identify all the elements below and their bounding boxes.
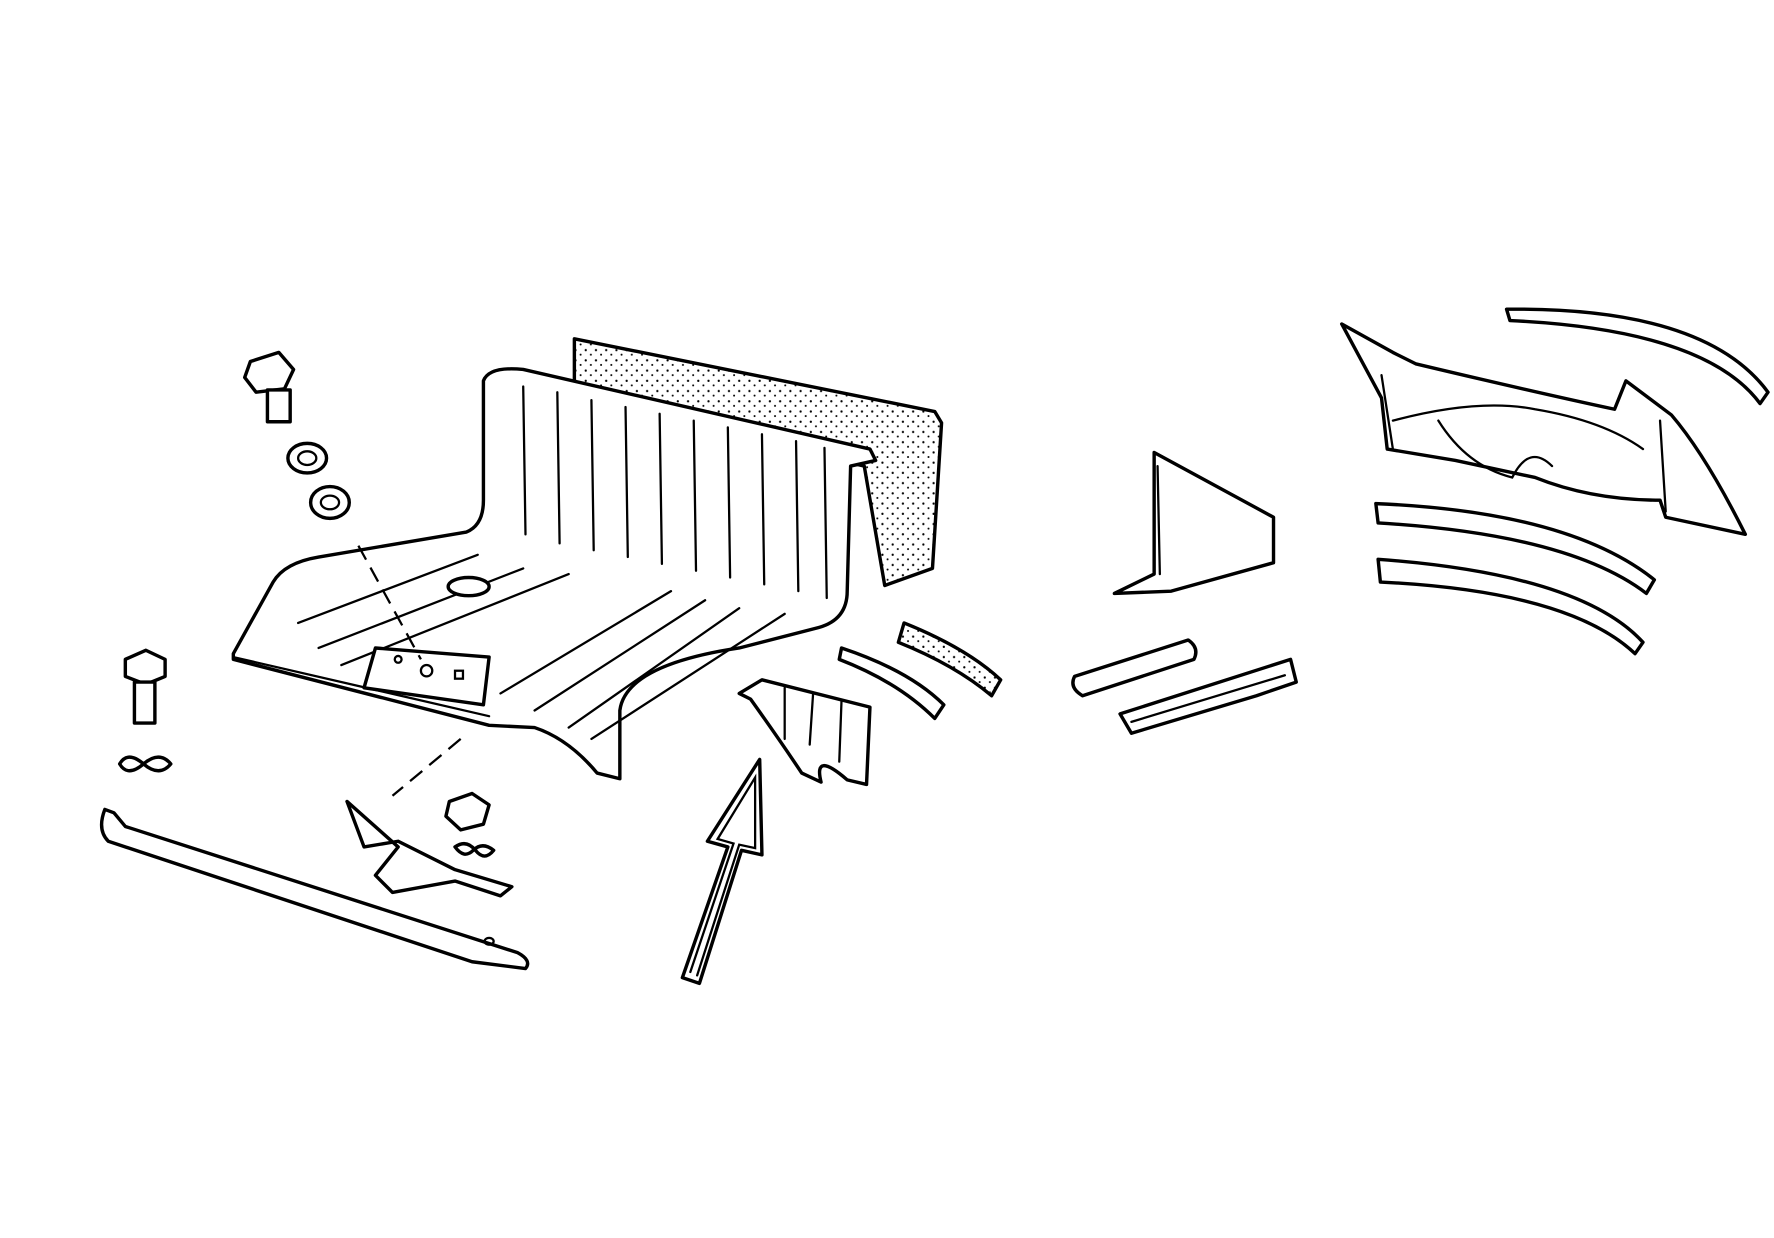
nut-icon	[444, 791, 491, 832]
gusset-panel	[1112, 450, 1276, 596]
highlight-arrow	[680, 757, 764, 986]
cross-bracket	[1118, 657, 1298, 735]
cross-sill-strip	[99, 807, 530, 971]
wheelhouse-seal-strip	[896, 621, 1003, 698]
clip-icon	[117, 755, 173, 773]
corner-brace	[737, 678, 872, 787]
bolt-icon	[123, 648, 167, 725]
bed-floor	[231, 367, 878, 781]
wheelhouse-arc-strip	[1376, 557, 1645, 656]
mount-bracket	[345, 799, 514, 898]
wheelhouse-arc-strip	[1374, 501, 1657, 596]
wheelhouse-arc-strip	[1504, 307, 1770, 406]
washer-icon	[286, 441, 329, 475]
tube-spacer	[1071, 638, 1198, 698]
wheelhouse-seal-strip	[837, 646, 946, 721]
washer-icon	[308, 484, 351, 521]
bolt-icon	[242, 350, 296, 424]
wheelhouse-panel	[1340, 322, 1748, 537]
